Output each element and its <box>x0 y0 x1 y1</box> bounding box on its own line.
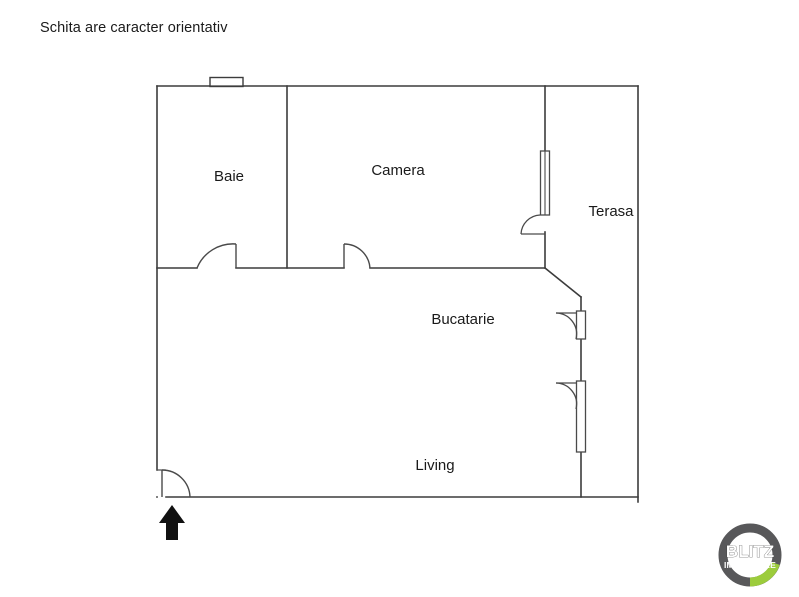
brand-logo: BLITZ IMOBILIARE <box>718 523 782 587</box>
door-living-east-panel <box>575 380 587 453</box>
entrance-arrow <box>159 505 185 540</box>
door-terasa <box>520 150 551 235</box>
logo-secondary-text: IMOBILIARE <box>724 560 776 570</box>
door-entrance-swing-arc <box>161 469 191 498</box>
door-baie-swing-arc <box>196 243 237 269</box>
logo-primary-text: BLITZ <box>726 542 774 561</box>
walls-outline <box>156 85 639 503</box>
door-camera-swing-arc <box>343 243 371 269</box>
wall-diagonal-bucatarie <box>543 266 583 299</box>
room-label-terasa: Terasa <box>588 203 634 220</box>
door-bucatarie-east-swing-arc <box>555 312 578 340</box>
door-bucatarie-east-panel <box>575 310 587 340</box>
door-terasa-swing-arc <box>520 214 541 235</box>
room-label-camera: Camera <box>371 162 425 179</box>
door-baie <box>196 243 237 269</box>
page-title: Schita are caracter orientativ <box>40 20 228 36</box>
door-bucatarie-east <box>555 310 587 340</box>
door-living-east-swing-arc <box>555 382 578 410</box>
room-label-living: Living <box>415 457 454 474</box>
door-entrance <box>157 469 191 498</box>
logo-accent-arc <box>749 561 780 587</box>
door-camera <box>343 243 371 269</box>
door-living-east <box>555 380 587 453</box>
logo-ring <box>718 523 782 587</box>
window-top-baie <box>209 76 244 88</box>
room-label-bucatarie: Bucatarie <box>431 311 494 328</box>
room-label-baie: Baie <box>214 168 244 185</box>
